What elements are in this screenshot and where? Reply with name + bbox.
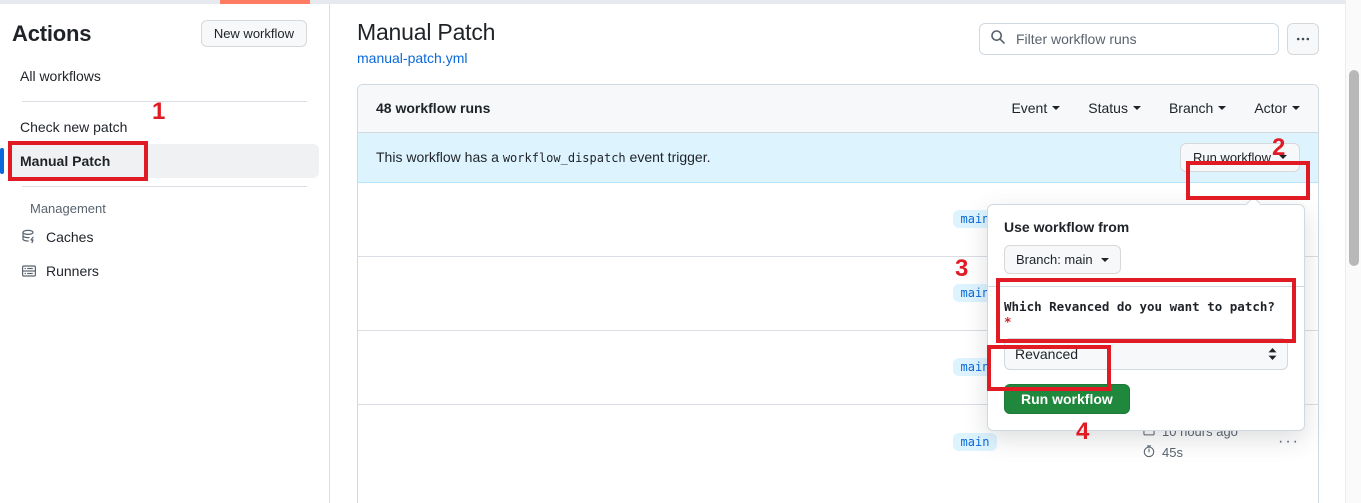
dispatch-text-before: This workflow has a [376,149,499,166]
sidebar-item-caches[interactable]: Caches [10,220,319,254]
chevron-down-icon [1279,155,1287,160]
workflow-input-label-text: Which Revanced do you want to patch? [1004,299,1275,314]
filter-label: Status [1088,100,1128,117]
dispatch-event-code: workflow_dispatch [502,151,626,166]
sidebar-item-runners[interactable]: Runners [10,254,319,288]
run-branch-cell: main [860,210,1090,229]
row-more-options-button[interactable]: ··· [1278,432,1300,450]
scrollbar-thumb[interactable] [1349,70,1359,266]
use-workflow-from-section: Use workflow from Branch: main [988,205,1304,286]
workflow-input-label: Which Revanced do you want to patch? * [1004,299,1288,329]
select-updown-icon [1267,347,1278,361]
filter-workflow-runs-box[interactable] [979,23,1279,55]
stopwatch-icon [1142,444,1156,461]
dropdown-caret [1246,197,1260,205]
workflow-title: Manual Patch [357,19,496,45]
run-duration-label: 45s [1162,444,1183,460]
dropdown-divider [988,286,1304,287]
search-input[interactable] [1014,30,1268,48]
revanced-select[interactable]: Revanced [1004,338,1288,370]
filter-label: Actor [1254,100,1287,117]
filter-event[interactable]: Event [1011,100,1061,117]
branch-badge[interactable]: main [952,284,998,303]
sidebar-item-check-new-patch[interactable]: Check new patch [10,110,319,144]
branch-badge[interactable]: main [952,210,998,229]
search-icon [990,29,1006,50]
sidebar-item-manual-patch[interactable]: Manual Patch [0,144,319,178]
filter-label: Branch [1168,100,1214,117]
branch-badge[interactable]: main [952,432,998,451]
workflow-nav-list: All workflows Check new patch Manual Pat… [0,55,329,288]
run-duration: 45s [1142,444,1262,461]
sidebar-divider [22,101,307,102]
more-options-button[interactable] [1287,23,1319,55]
run-branch-cell: main [860,358,1090,377]
chevron-down-icon [1292,106,1300,111]
filter-status[interactable]: Status [1088,100,1141,116]
run-workflow-toggle-label: Run workflow [1192,149,1271,165]
workflow-runs-count: 48 workflow runs [376,100,491,117]
workflow-input-field: Which Revanced do you want to patch? * R… [988,287,1304,376]
filter-label: Event [1011,100,1048,117]
workflow-dispatch-banner: This workflow has a workflow_dispatch ev… [358,132,1318,183]
cache-icon [20,229,38,245]
workflow-runs-header: 48 workflow runs Event Status Branch [358,84,1318,133]
chevron-down-icon [1052,106,1061,111]
page-title: Actions [12,20,92,46]
page-load-progress-track [0,0,1345,4]
sidebar-item-label: Check new patch [20,119,128,135]
page-scrollbar[interactable] [1345,0,1361,503]
sidebar-divider [22,186,307,187]
workflow-title-block: Manual Patch manual-patch.yml [357,18,495,66]
run-workflow-submit-area: Run workflow [988,376,1304,430]
sidebar-header: Actions New workflow [0,4,329,55]
sidebar-item-all-workflows[interactable]: All workflows [10,59,319,93]
sidebar-item-label: Manual Patch [20,153,111,169]
runs-filter-group: Event Status Branch Actor [1011,100,1300,116]
sidebar-item-label: Caches [46,229,94,245]
filter-branch[interactable]: Branch [1168,100,1227,117]
run-workflow-dropdown-button[interactable]: Run workflow [1179,142,1300,172]
branch-select-label: Branch: main [1016,252,1093,267]
run-branch-cell: main [860,284,1090,303]
new-workflow-button[interactable]: New workflow [200,20,307,47]
chevron-down-icon [1218,106,1227,111]
chevron-down-icon [1100,257,1109,262]
workflow-file-link[interactable]: manual-patch.yml [357,49,468,66]
branch-badge[interactable]: main [952,358,998,377]
server-icon [20,263,38,279]
sidebar-section-management: Management [30,201,106,216]
dispatch-text-after: event trigger. [629,149,711,166]
table-row[interactable]: main [358,183,1318,257]
run-workflow-dropdown-panel: Use workflow from Branch: main Which Rev… [987,204,1305,431]
chevron-down-icon [1132,106,1141,111]
revanced-select-value: Revanced [1015,346,1079,362]
branch-select-button[interactable]: Branch: main [1004,245,1121,274]
filter-actor[interactable]: Actor [1254,100,1300,116]
sidebar: Actions New workflow All workflows Check… [0,4,330,503]
dispatch-banner-text: This workflow has a workflow_dispatch ev… [376,149,710,165]
required-marker: * [1004,314,1012,329]
run-branch-cell: main [860,432,1090,451]
table-row[interactable]: main [358,257,1318,331]
sidebar-item-label: All workflows [20,68,101,84]
run-workflow-submit-button[interactable]: Run workflow [1004,384,1130,414]
page-load-progress-fill [220,0,310,4]
use-workflow-from-label: Use workflow from [1004,219,1130,235]
header-actions [979,23,1319,55]
sidebar-item-label: Runners [46,263,99,279]
main-header: Manual Patch manual-patch.yml [357,18,1319,66]
main-content: Manual Patch manual-patch.yml [331,4,1345,503]
